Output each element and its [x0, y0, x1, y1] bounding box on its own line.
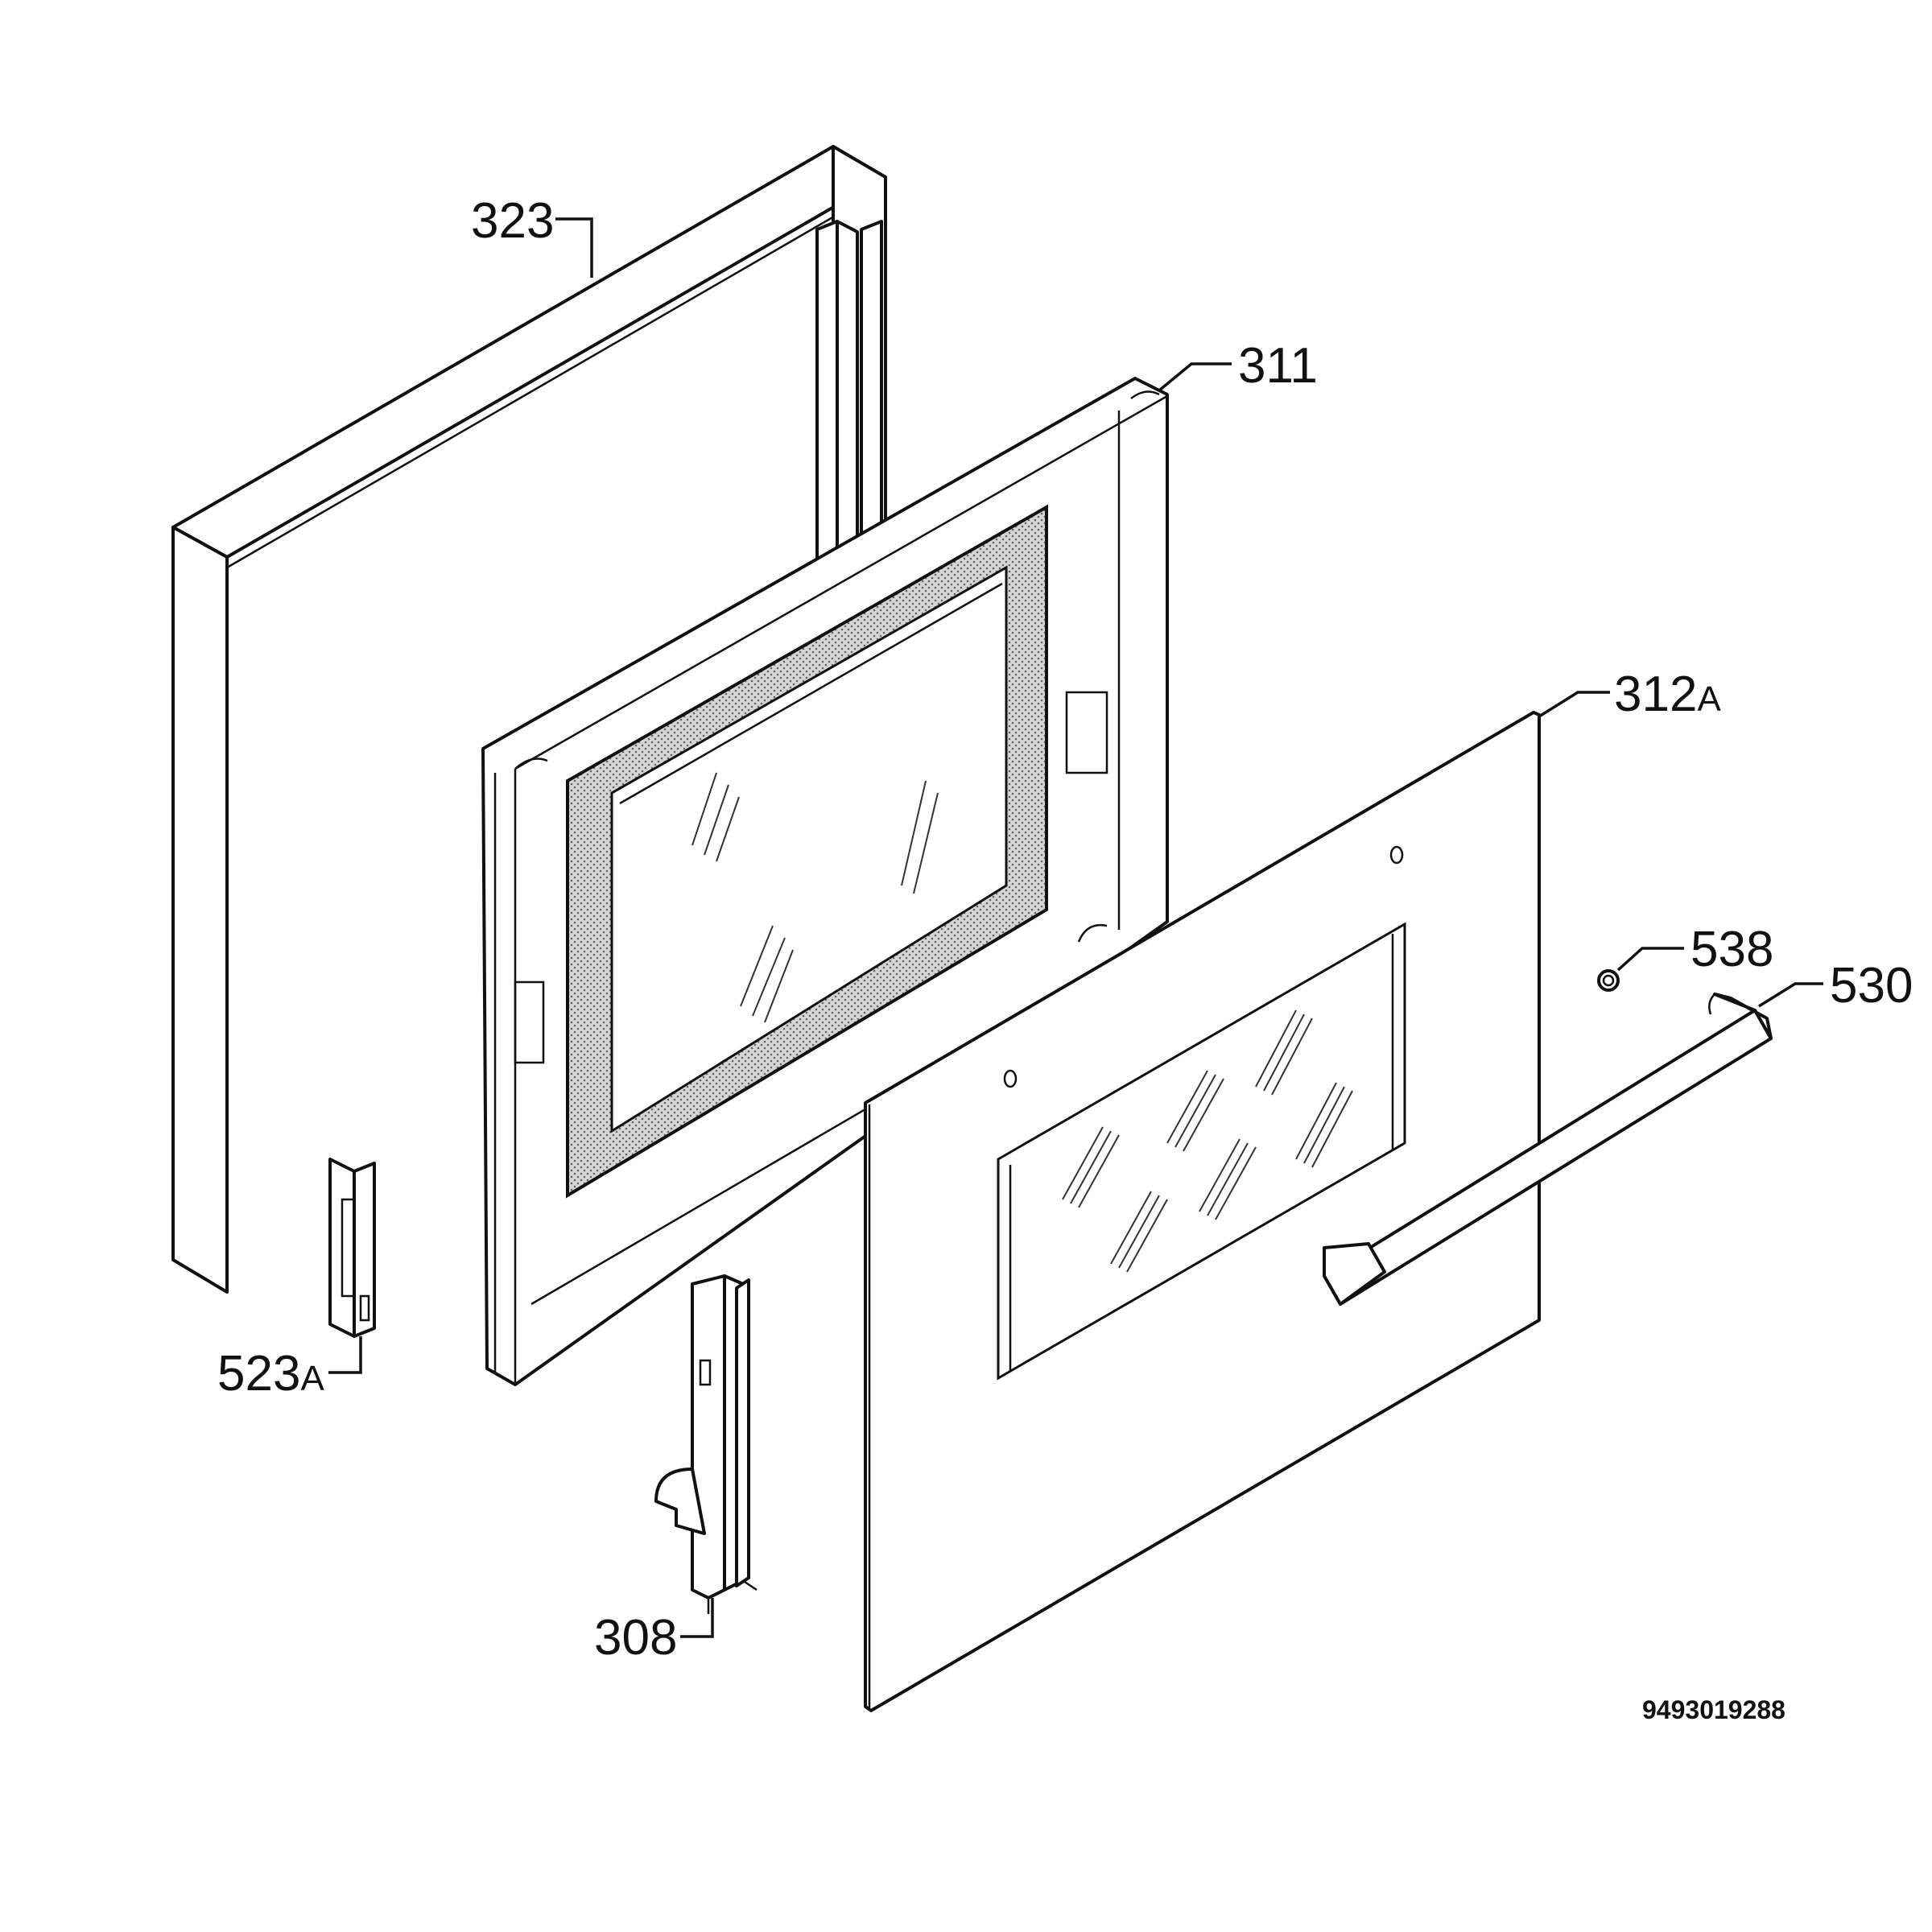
- part-311-inner-door-panel: [481, 377, 1169, 1386]
- label-523a: 523A: [217, 1346, 324, 1402]
- label-312a-suffix: A: [1697, 679, 1721, 719]
- part-308-hinge: [654, 1274, 758, 1614]
- label-523a-number: 523: [217, 1346, 300, 1402]
- label-312a: 312A: [1614, 667, 1721, 722]
- label-308: 308: [594, 1610, 677, 1666]
- document-number: 9493019288: [1642, 1695, 1785, 1724]
- part-538-screw-cap: [1597, 969, 1620, 992]
- label-538: 538: [1690, 922, 1773, 977]
- label-312a-number: 312: [1614, 667, 1697, 722]
- part-312a-outer-glass-door: [864, 711, 1541, 1712]
- label-311: 311: [1238, 338, 1318, 394]
- part-530-door-handle: [1323, 993, 1773, 1306]
- part-523a-door-latch: [328, 1158, 376, 1338]
- label-323: 323: [471, 193, 554, 249]
- label-530: 530: [1830, 958, 1913, 1013]
- leader-lines: [328, 217, 1823, 1638]
- label-523a-suffix: A: [300, 1359, 324, 1398]
